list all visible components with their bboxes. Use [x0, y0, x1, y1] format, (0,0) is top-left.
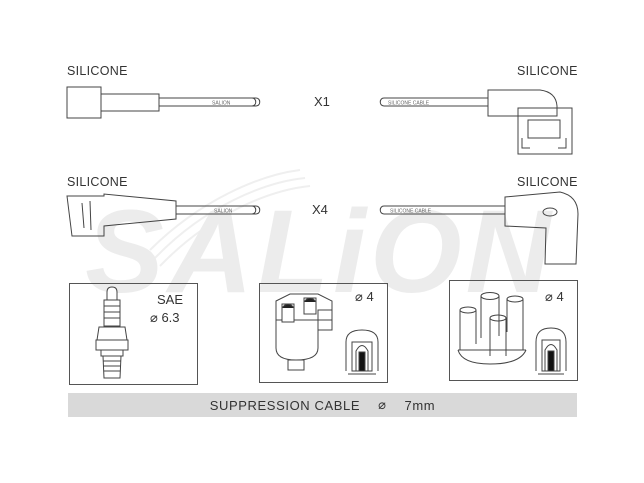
- row2-right-elbow-boot: [504, 191, 579, 265]
- row2-left-material-label: SILICONE: [67, 175, 128, 189]
- row1-right-terminal: [517, 107, 573, 155]
- row2-left-boot: [66, 193, 177, 237]
- row2-right-cable-print: SILICONE CABLE: [390, 209, 432, 215]
- row1-right-angled-boot: [487, 89, 558, 117]
- diameter-symbol: ⌀: [378, 397, 387, 412]
- spark-plug-terminal-size: ⌀ 6.3: [150, 310, 180, 325]
- row2-right-material-label: SILICONE: [517, 175, 578, 189]
- spark-plug-connector-box: [69, 283, 198, 385]
- spark-plug-standard: SAE: [157, 292, 184, 307]
- row1-quantity: X1: [314, 94, 330, 109]
- distributor-connector-box: [259, 283, 388, 383]
- coil-connector-box: [449, 280, 578, 381]
- suppression-cable-label: SUPPRESSION CABLE: [209, 397, 361, 413]
- row2-quantity: X4: [312, 202, 328, 217]
- row1-left-material-label: SILICONE: [67, 64, 128, 78]
- row1-right-material-label: SILICONE: [517, 64, 578, 78]
- row1-left-boot-neck: [100, 93, 160, 112]
- coil-terminal-size: ⌀ 4: [545, 289, 564, 304]
- distributor-terminal-size: ⌀ 4: [355, 289, 374, 304]
- row1-left-cable-print: SALION: [212, 101, 231, 107]
- cable-diameter-value: 7mm: [404, 397, 436, 413]
- row1-right-cable-print: SILICONE CABLE: [388, 101, 430, 107]
- row2-left-cable-print: SALION: [214, 209, 233, 215]
- suppression-cable-spec-bar: SUPPRESSION CABLE ⌀ 7mm: [68, 393, 577, 417]
